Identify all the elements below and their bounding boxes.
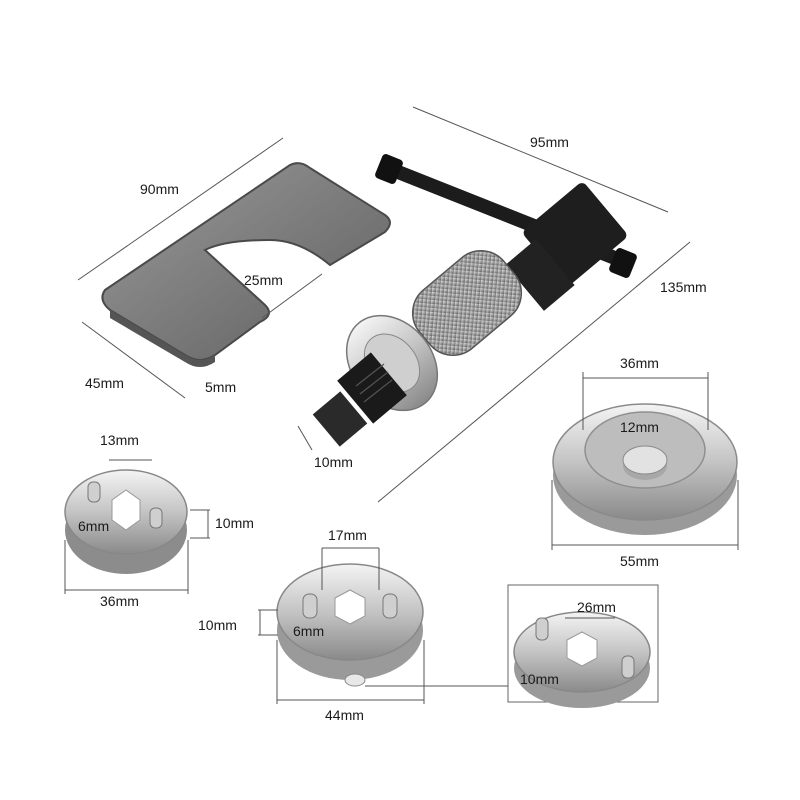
side-hole-label: 10mm xyxy=(520,671,559,687)
mid-adapter-disc xyxy=(276,563,424,687)
plate-slot-label: 25mm xyxy=(244,272,283,288)
mid-pin-label: 6mm xyxy=(293,623,324,639)
small-outer-label: 36mm xyxy=(100,593,139,609)
tool-length-line xyxy=(377,241,691,503)
plate-width-line xyxy=(77,137,284,281)
mid-outer-label: 44mm xyxy=(325,707,364,723)
small-adapter-disc xyxy=(64,469,188,574)
plate-thickness-label: 5mm xyxy=(205,379,236,395)
mid-thick-label: 10mm xyxy=(198,617,237,633)
tool-handle-line xyxy=(412,106,669,213)
side-adapter-disc xyxy=(513,611,651,708)
small-thick-label: 10mm xyxy=(215,515,254,531)
plate-width-label: 90mm xyxy=(140,181,179,197)
plate-slot-line xyxy=(261,273,323,319)
side-span-label: 26mm xyxy=(577,599,616,615)
large-boss-label: 12mm xyxy=(620,419,659,435)
large-inner-label: 36mm xyxy=(620,355,659,371)
tool-handle-label: 95mm xyxy=(530,134,569,150)
small-pin-label: 6mm xyxy=(78,518,109,534)
tool-tip-line xyxy=(297,425,313,451)
small-hole-label: 13mm xyxy=(100,432,139,448)
large-outer-label: 55mm xyxy=(620,553,659,569)
tool-tip-label: 10mm xyxy=(314,454,353,470)
plate-height-label: 45mm xyxy=(85,375,124,391)
mid-hole-label: 17mm xyxy=(328,527,367,543)
plate-height-line xyxy=(81,321,186,399)
piston-rewind-tool xyxy=(312,154,637,447)
large-adapter-disc xyxy=(552,403,738,535)
tool-length-label: 135mm xyxy=(660,279,707,295)
brake-plate xyxy=(101,162,391,367)
